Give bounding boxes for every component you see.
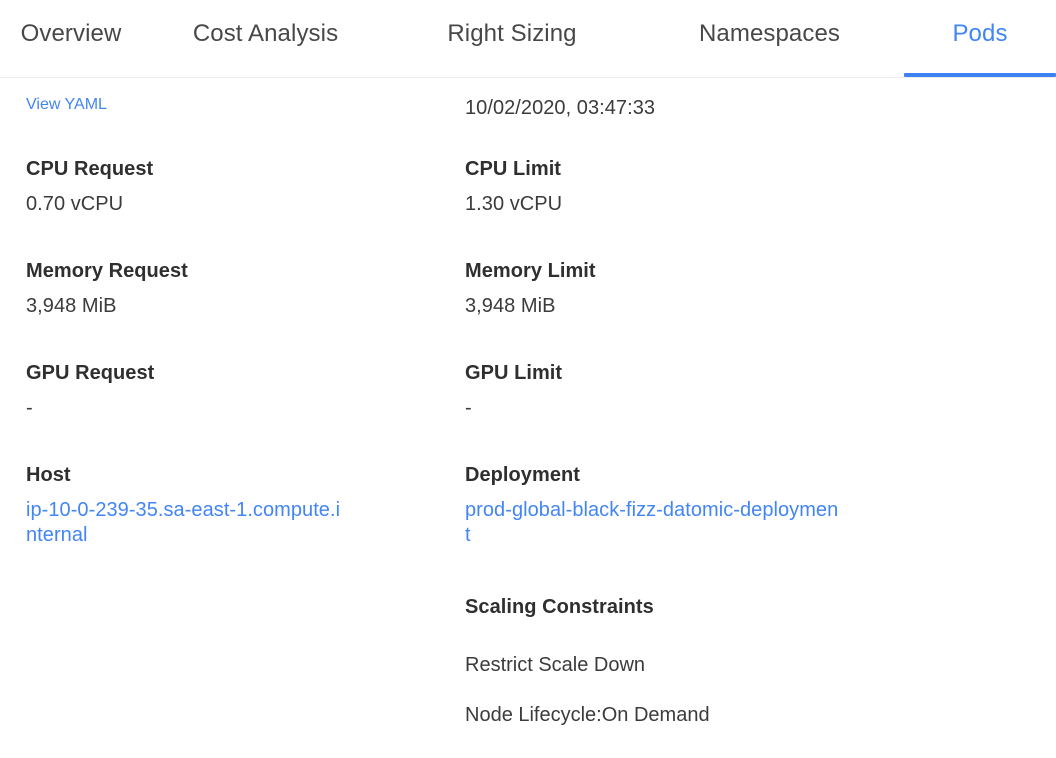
memory-request-value: 3,948 MiB xyxy=(26,295,117,317)
tab-right-sizing-label: Right Sizing xyxy=(447,20,577,47)
cpu-request-label: CPU Request xyxy=(26,158,154,180)
tab-cost-analysis[interactable]: Cost Analysis xyxy=(142,0,389,78)
cpu-limit-value: 1.30 vCPU xyxy=(465,193,563,215)
scaling-constraint-restrict-scale-down: Restrict Scale Down xyxy=(465,654,646,676)
pod-timestamp: 10/02/2020, 03:47:33 xyxy=(465,97,656,119)
host-link[interactable]: ip-10-0-239-35.sa-east-1.compute.interna… xyxy=(26,499,341,546)
tab-namespaces-label: Namespaces xyxy=(698,20,841,47)
deployment-link[interactable]: prod-global-black-fizz-datomic-deploymen… xyxy=(465,499,839,546)
memory-request-label: Memory Request xyxy=(26,260,188,282)
tab-namespaces[interactable]: Namespaces xyxy=(635,0,904,78)
cpu-request-value: 0.70 vCPU xyxy=(26,193,124,215)
deployment-label: Deployment xyxy=(465,464,580,486)
memory-limit-value: 3,948 MiB xyxy=(465,295,556,317)
cpu-limit-label: CPU Limit xyxy=(465,158,562,180)
tab-right-sizing[interactable]: Right Sizing xyxy=(389,0,635,78)
tab-overview[interactable]: Overview xyxy=(0,0,142,78)
tab-cost-analysis-label: Cost Analysis xyxy=(192,20,339,47)
tab-pods[interactable]: Pods xyxy=(904,0,1056,78)
tab-active-underline xyxy=(904,73,1056,77)
host-label: Host xyxy=(26,464,71,486)
tab-bar: Overview Cost Analysis Right Sizing Name… xyxy=(0,0,1056,78)
tab-overview-label: Overview xyxy=(20,20,122,47)
gpu-request-label: GPU Request xyxy=(26,362,155,384)
memory-limit-label: Memory Limit xyxy=(465,260,596,282)
gpu-limit-value: - xyxy=(465,397,472,419)
pod-details-panel: View YAML CPU Request 0.70 vCPU Memory R… xyxy=(0,78,1056,758)
scaling-constraints-label: Scaling Constraints xyxy=(465,596,654,618)
view-yaml-link[interactable]: View YAML xyxy=(26,96,107,113)
gpu-request-value: - xyxy=(26,397,33,419)
tab-pods-label: Pods xyxy=(952,20,1008,47)
gpu-limit-label: GPU Limit xyxy=(465,362,563,384)
scaling-constraint-node-lifecycle: Node Lifecycle:On Demand xyxy=(465,704,710,726)
